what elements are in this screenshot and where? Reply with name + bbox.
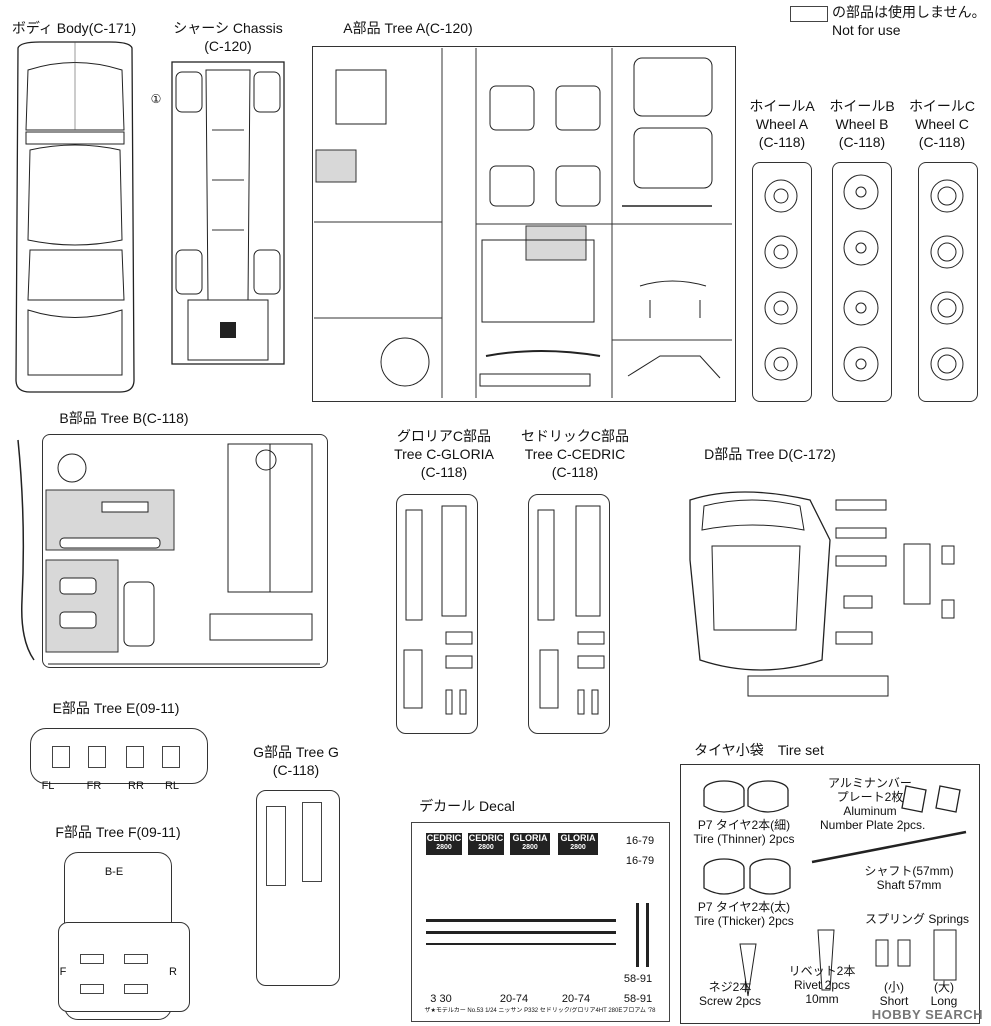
- tree-c-gloria-en: Tree C-GLORIA: [394, 446, 494, 462]
- tree-a-frame: [312, 46, 736, 402]
- tire-thin-en: Tire (Thinner) 2pcs: [693, 832, 795, 846]
- tree-g-code: (C-118): [272, 762, 320, 778]
- tire-thick-jp: P7 タイヤ2本(太): [697, 900, 791, 914]
- alu-jp-1: アルミナンバー: [828, 776, 912, 790]
- tree-b-frame: [42, 434, 328, 668]
- tree-c-cedric-jp: セドリックC部品: [520, 428, 630, 444]
- alu-en-2: Number Plate 2pcs.: [820, 818, 926, 832]
- tree-f-title: F部品 Tree F(09-11): [55, 824, 181, 840]
- spring-short-jp: (小): [884, 980, 904, 994]
- tireset-title: タイヤ小袋 Tire set: [694, 742, 824, 758]
- tire-thin-jp: P7 タイヤ2本(細): [697, 818, 791, 832]
- body-title: ボディ Body(C-171): [11, 20, 137, 36]
- alu-en-1: Aluminum: [843, 804, 897, 818]
- decal-stripe-1: [426, 919, 616, 922]
- tree-b-title: B部品 Tree B(C-118): [59, 410, 189, 426]
- tree-e-part-4: [162, 746, 180, 768]
- tree-f-part-4: [124, 984, 148, 994]
- tree-e-part-1: [52, 746, 70, 768]
- tree-c-gloria-jp: グロリアC部品: [396, 428, 492, 444]
- tree-a-title: A部品 Tree A(C-120): [343, 20, 473, 36]
- screw-en: Screw 2pcs: [698, 994, 762, 1008]
- tree-f-label-right: R: [169, 966, 177, 978]
- decal-stripe-v2: [646, 903, 649, 967]
- tree-c-cedric-en: Tree C-CEDRIC: [524, 446, 626, 462]
- tree-f-lower-frame: [58, 922, 190, 1012]
- rivet-jp: リベット2本: [788, 964, 856, 978]
- wheel-b-en: Wheel B: [835, 116, 889, 132]
- watermark: HOBBY SEARCH: [871, 1007, 983, 1022]
- decal-plate-6: 58-91: [623, 973, 653, 985]
- wheel-c-en: Wheel C: [915, 116, 969, 132]
- decal-stripe-3: [426, 943, 616, 945]
- decal-plate-1: 16-79: [625, 835, 655, 847]
- tree-f-label-top: B-E: [104, 866, 124, 878]
- tree-d-title: D部品 Tree D(C-172): [704, 446, 836, 462]
- tree-e-part-2: [88, 746, 106, 768]
- shaft-jp: シャフト(57mm): [864, 864, 954, 878]
- rivet-en-2: 10mm: [805, 992, 839, 1006]
- tree-e-label-rl: RL: [164, 780, 180, 792]
- tree-f-part-3: [80, 984, 104, 994]
- tree-f-part-2: [124, 954, 148, 964]
- tree-g-title: G部品 Tree G: [253, 744, 339, 760]
- screw-jp: ネジ2本: [708, 980, 752, 994]
- tree-c-gloria-code: (C-118): [420, 464, 468, 480]
- wheel-c-code: (C-118): [918, 134, 966, 150]
- spring-short-en: Short: [879, 994, 909, 1008]
- legend-jp: の部品は使用しません。: [832, 4, 986, 20]
- not-for-use-swatch: [790, 6, 828, 22]
- tree-e-label-fr: FR: [86, 780, 102, 792]
- wheel-c-sprue: [918, 162, 978, 402]
- wheel-a-code: (C-118): [758, 134, 806, 150]
- tree-e-label-rr: RR: [128, 780, 144, 792]
- tree-e-label-fl: FL: [41, 780, 55, 792]
- tire-thick-en: Tire (Thicker) 2pcs: [694, 914, 794, 928]
- wheel-b-jp: ホイールB: [829, 98, 895, 114]
- rivet-en-1: Rivet 2pcs: [793, 978, 851, 992]
- tree-c-gloria-frame: [396, 494, 478, 734]
- decal-stripe-v1: [636, 903, 639, 967]
- tree-g-part-78: [302, 802, 322, 882]
- tree-f-part-1: [80, 954, 104, 964]
- wheel-a-en: Wheel A: [755, 116, 809, 132]
- chassis-title: シャーシ Chassis: [173, 20, 283, 36]
- decal-stripe-2: [426, 931, 616, 934]
- decal-plate-5: 20-74: [561, 993, 591, 1005]
- wheel-b-code: (C-118): [838, 134, 886, 150]
- decal-plate-7: 58-91: [623, 993, 653, 1005]
- tree-e-part-3: [126, 746, 144, 768]
- spring-long-jp: (大): [934, 980, 954, 994]
- wheel-a-sprue: [752, 162, 812, 402]
- alu-jp-2: プレート2枚: [836, 790, 904, 804]
- tree-c-cedric-code: (C-118): [551, 464, 599, 480]
- tree-f-label-left: F: [59, 966, 67, 978]
- tree-c-cedric-frame: [528, 494, 610, 734]
- decal-plate-4: 20-74: [499, 993, 529, 1005]
- tree-g-part-77: [266, 806, 286, 886]
- decal-plate-3: 3 30: [430, 993, 452, 1005]
- body-part-number: ①: [150, 92, 162, 106]
- spring-long-en: Long: [930, 994, 958, 1008]
- decal-footer: ザ★モデルカー No.53 1/24 ニッサン P332 セドリック/グロリア4…: [424, 1008, 656, 1014]
- springs-label: スプリング Springs: [864, 912, 970, 926]
- wheel-a-jp: ホイールA: [749, 98, 815, 114]
- legend-en: Not for use: [832, 22, 901, 38]
- wheel-b-sprue: [832, 162, 892, 402]
- tree-e-title: E部品 Tree E(09-11): [52, 700, 180, 716]
- wheel-c-jp: ホイールC: [908, 98, 976, 114]
- shaft-en: Shaft 57mm: [876, 878, 942, 892]
- decal-title: デカール Decal: [419, 798, 515, 814]
- decal-plate-2: 16-79: [625, 855, 655, 867]
- chassis-code: (C-120): [204, 38, 252, 54]
